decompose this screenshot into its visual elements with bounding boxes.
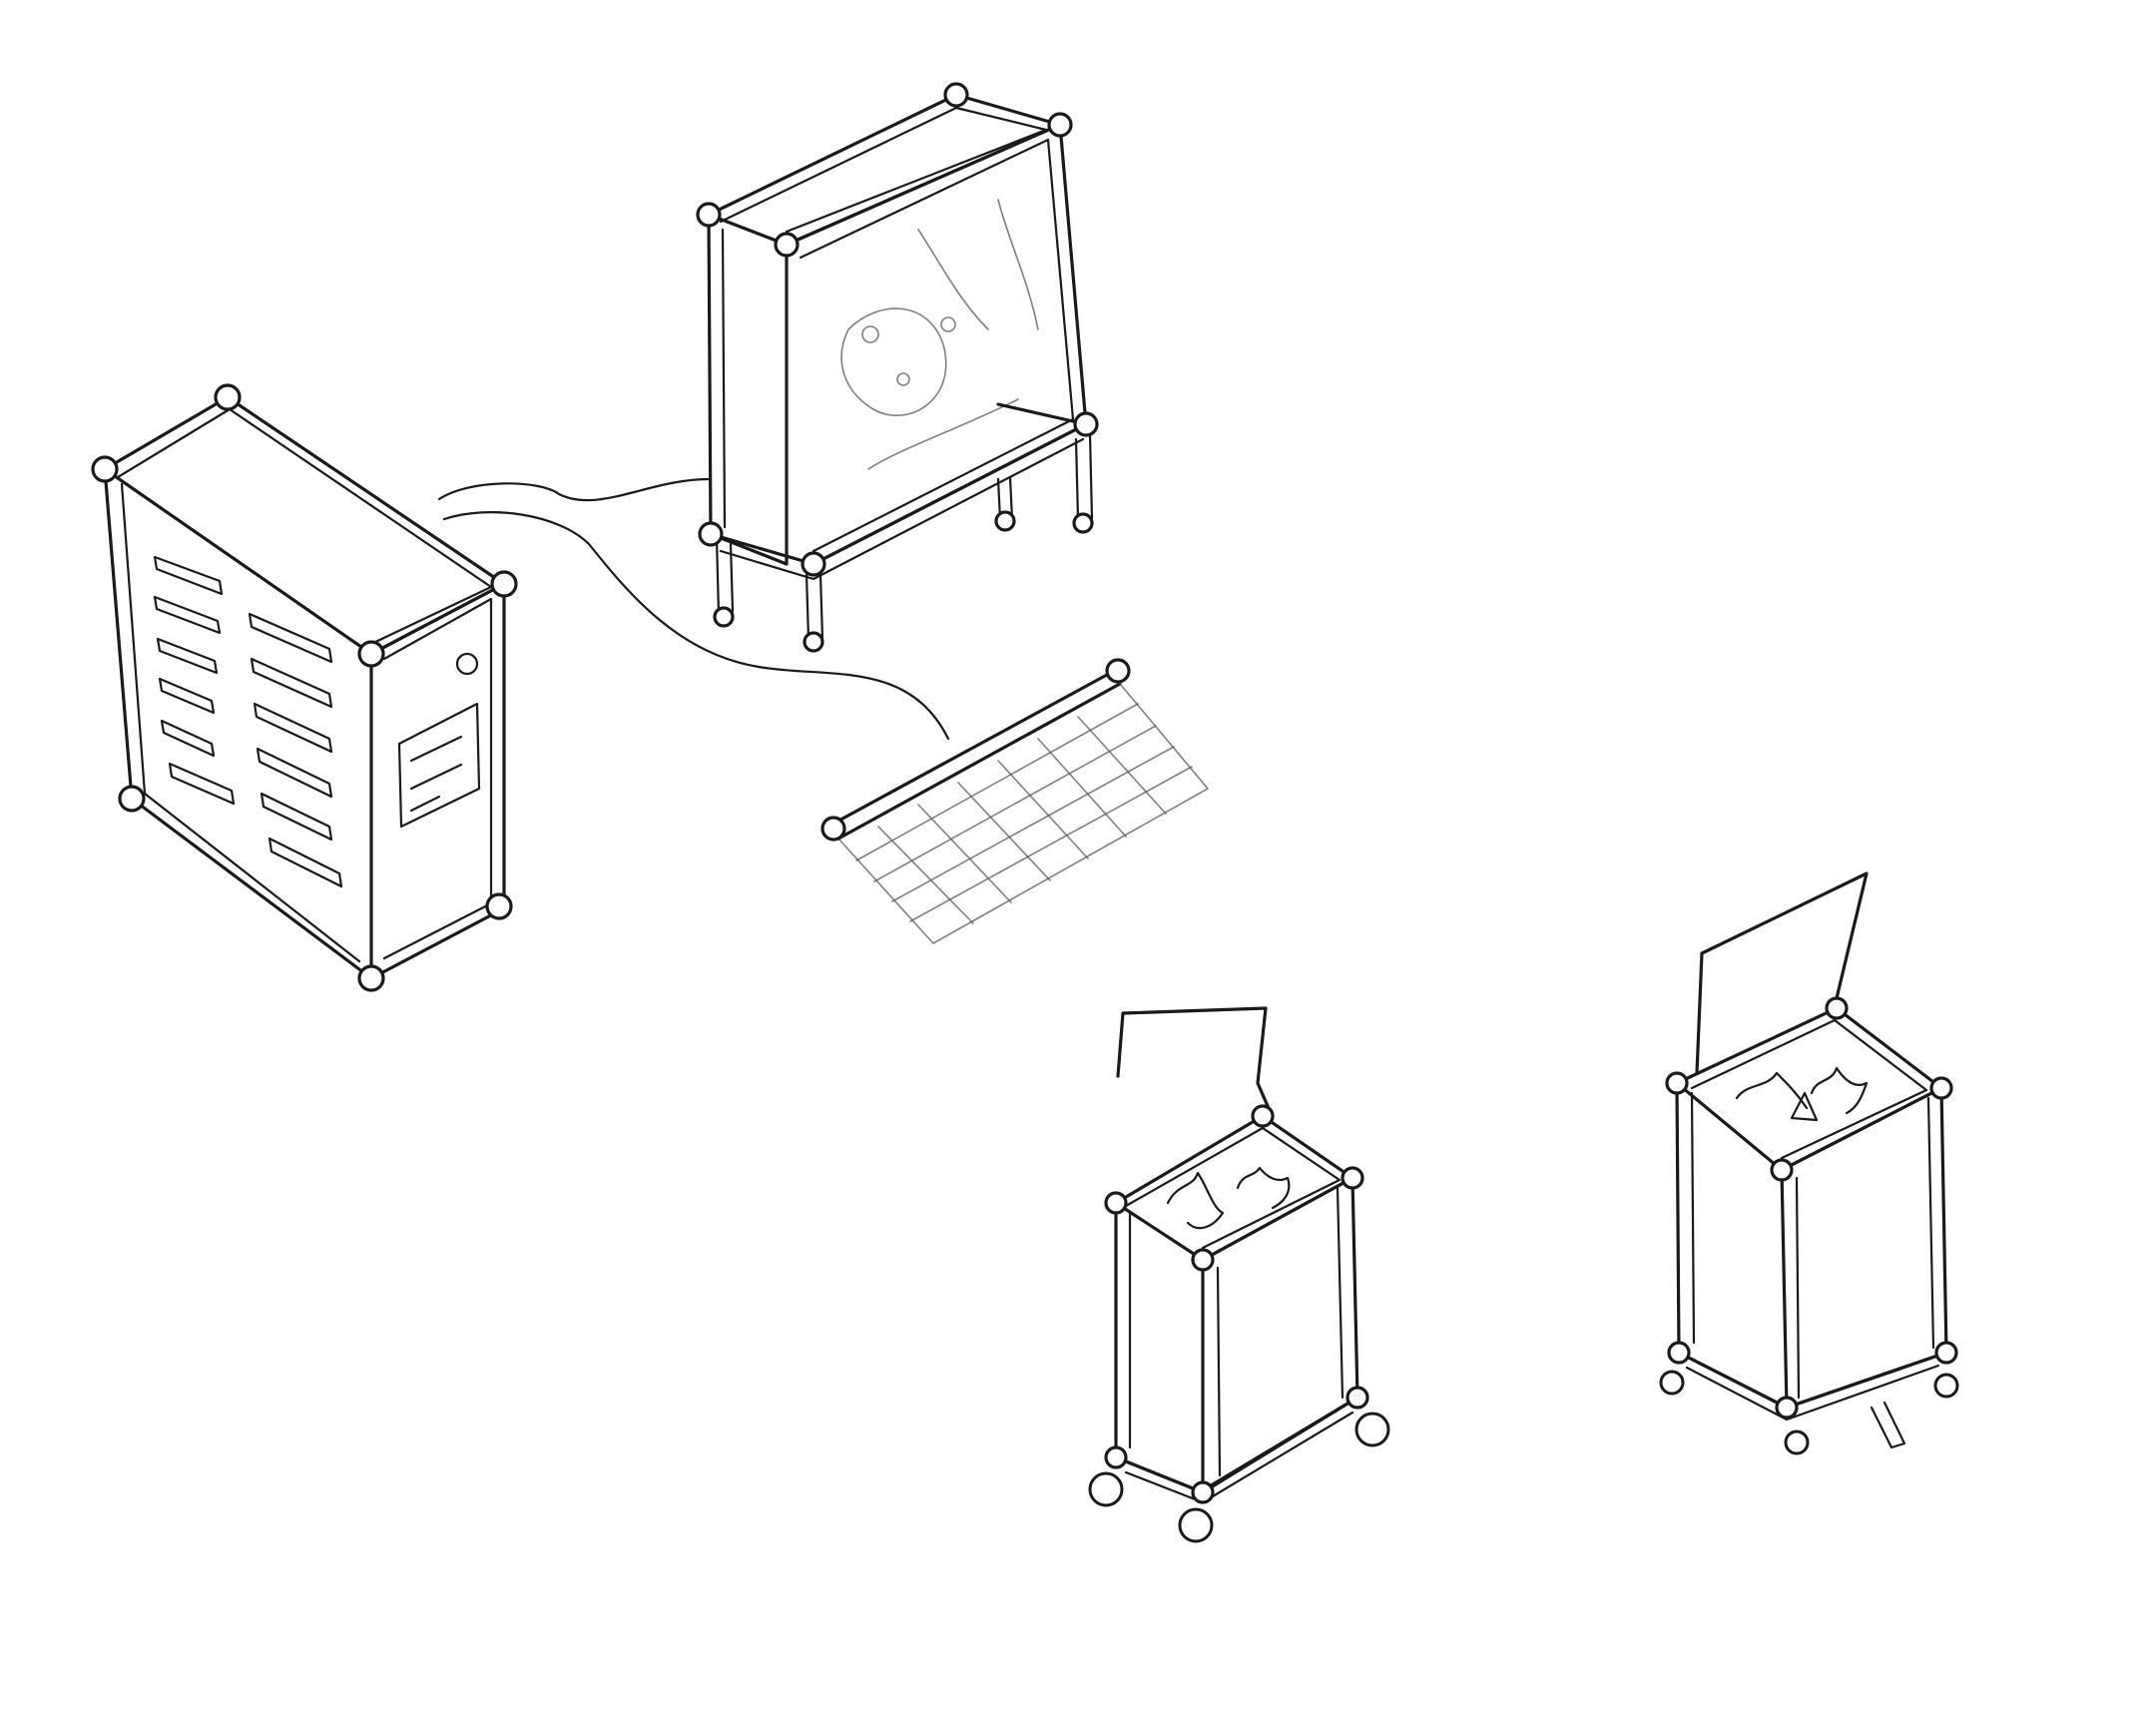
power-button-icon (455, 652, 479, 676)
foot-icon (1784, 1430, 1810, 1455)
computer-tower (91, 383, 518, 992)
wheel-icon (1088, 1471, 1124, 1507)
trash-contents (1735, 1066, 1869, 1122)
trash-contents (1166, 1166, 1291, 1230)
monitor-screen-scribble (840, 199, 1039, 470)
trash-bin-small (1088, 1006, 1390, 1543)
wheel-icon (1354, 1412, 1390, 1447)
keyboard (820, 658, 1209, 944)
wheel-icon (1178, 1507, 1214, 1543)
foot-icon (1933, 1373, 1959, 1399)
foot-icon (1659, 1370, 1685, 1396)
trash-bin-large (1659, 871, 1959, 1455)
monitor (696, 82, 1099, 653)
keyboard-key-grid (855, 703, 1193, 924)
tower-drive-bay (397, 702, 481, 829)
cable-tower-to-monitor (437, 477, 950, 741)
tower-vents (153, 555, 343, 888)
